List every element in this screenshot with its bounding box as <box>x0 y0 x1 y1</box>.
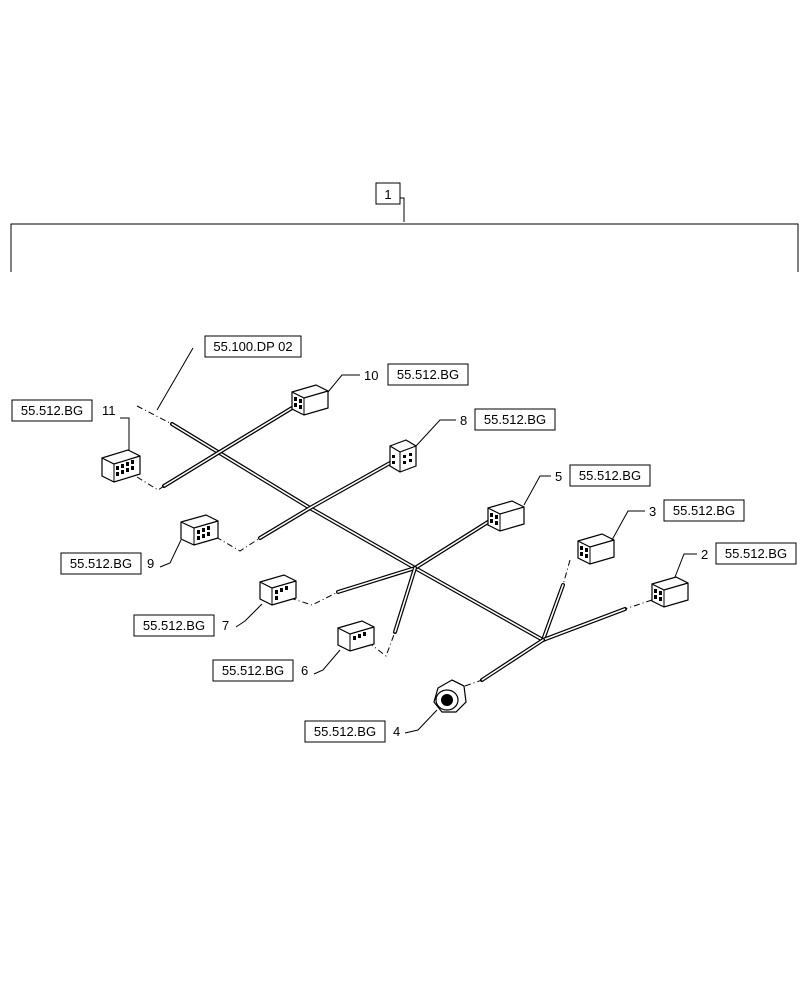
ref-box-10[interactable] <box>387 363 469 386</box>
ref-label: 55.512.BG <box>397 367 459 382</box>
callout-number: 2 <box>701 547 708 562</box>
wire-trunk-main <box>170 422 545 642</box>
connector-3[interactable] <box>577 533 615 565</box>
ref-box-5[interactable] <box>569 464 651 487</box>
harness-ref-label: 55.100.DP 02 <box>213 339 292 354</box>
callout-number: 5 <box>555 469 562 484</box>
callout-8: 8 55.512.BG <box>460 408 556 431</box>
callout-7: 55.512.BG 7 <box>133 614 229 637</box>
connector-2[interactable] <box>651 576 689 608</box>
callout-5: 5 55.512.BG <box>555 464 651 487</box>
connector-11[interactable] <box>101 449 141 483</box>
callout-number: 3 <box>649 504 656 519</box>
callout-11: 55.512.BG 11 <box>11 399 116 422</box>
connector-6[interactable] <box>337 620 375 652</box>
wire-branch-10-inner <box>163 407 293 487</box>
ref-box-2[interactable] <box>715 542 797 565</box>
wire-branch-3-inner <box>542 584 564 641</box>
callout-9: 55.512.BG 9 <box>60 552 154 575</box>
assembly-bracket: 1 <box>10 182 799 272</box>
ref-label: 55.512.BG <box>143 618 205 633</box>
callout-number: 6 <box>301 663 308 678</box>
callout-number: 4 <box>393 724 400 739</box>
ref-label: 55.512.BG <box>579 468 641 483</box>
connector-7[interactable] <box>259 574 297 606</box>
connector-9[interactable] <box>180 514 219 546</box>
callout-number: 10 <box>364 368 378 383</box>
callout-6: 55.512.BG 6 <box>212 659 308 682</box>
wire-trunk-main-inner <box>171 423 544 641</box>
wire-tails <box>136 405 653 687</box>
ref-box-7[interactable] <box>133 614 215 637</box>
callout-2: 2 55.512.BG <box>701 542 797 565</box>
wire-branch-5-inner <box>337 521 489 593</box>
callout-number: 11 <box>102 403 116 418</box>
ref-box-3[interactable] <box>663 499 745 522</box>
ref-box-6[interactable] <box>212 659 294 682</box>
callout-number: 8 <box>460 413 467 428</box>
connector-5[interactable] <box>487 500 525 532</box>
callout-harness: 55.100.DP 02 <box>204 335 302 358</box>
callout-3: 3 55.512.BG <box>649 499 745 522</box>
leader-lines <box>120 347 697 734</box>
wire-branch-8-inner <box>259 462 391 539</box>
assembly-item-number: 1 <box>384 187 391 202</box>
ref-label: 55.512.BG <box>314 724 376 739</box>
wire-branch-2-inner <box>542 608 626 641</box>
ref-box-4[interactable] <box>304 720 386 743</box>
ref-label: 55.512.BG <box>484 412 546 427</box>
callout-10: 10 55.512.BG <box>364 363 469 386</box>
ref-box-9[interactable] <box>60 552 142 575</box>
callout-number: 9 <box>147 556 154 571</box>
ref-box-8[interactable] <box>474 408 556 431</box>
callout-number: 7 <box>222 618 229 633</box>
ref-label: 55.512.BG <box>21 403 83 418</box>
connector-4[interactable] <box>433 679 467 713</box>
connector-10[interactable] <box>291 384 329 416</box>
callout-4: 55.512.BG 4 <box>304 720 400 743</box>
assembly-item-box[interactable] <box>375 182 401 205</box>
ref-box-11[interactable] <box>11 399 93 422</box>
ref-label: 55.512.BG <box>673 503 735 518</box>
wire-branch-6-inner <box>394 567 416 633</box>
wire-harness <box>162 406 627 682</box>
ref-label: 55.512.BG <box>725 546 787 561</box>
connector-8[interactable] <box>389 439 417 473</box>
ref-label: 55.512.BG <box>70 556 132 571</box>
wire-branch-5 <box>336 520 490 594</box>
wire-branch-4-inner <box>481 639 544 681</box>
ref-label: 55.512.BG <box>222 663 284 678</box>
harness-ref-box[interactable] <box>204 335 302 358</box>
